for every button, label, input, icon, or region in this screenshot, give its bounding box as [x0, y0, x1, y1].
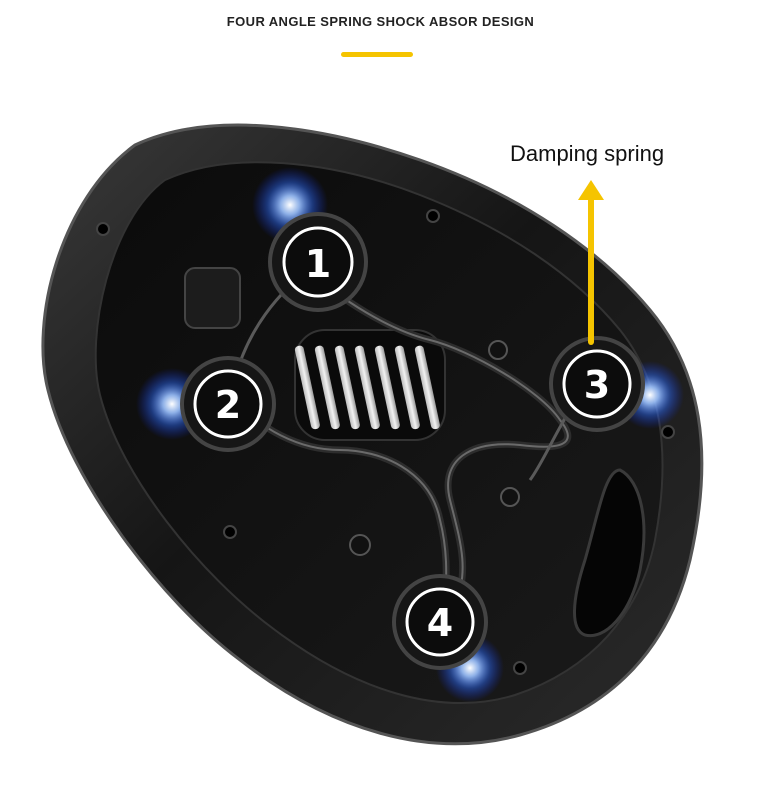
- spring-mount-4: 4: [392, 574, 504, 702]
- callout-arrow-icon: [578, 180, 604, 345]
- spring-number-2: 2: [215, 383, 241, 427]
- central-coil-spring: [294, 329, 446, 441]
- spring-number-4: 4: [427, 601, 453, 645]
- handle-slot: [573, 468, 646, 638]
- title-underline: [341, 52, 413, 57]
- damping-spring-label: Damping spring: [510, 141, 665, 166]
- product-title: FOUR ANGLE SPRING SHOCK ABSOR DESIGN: [226, 14, 535, 29]
- spring-mount-1: 1: [252, 167, 368, 312]
- spring-mount-2: 2: [136, 356, 276, 452]
- spring-number-3: 3: [584, 363, 610, 407]
- spring-number-1: 1: [305, 242, 331, 286]
- spring-mount-3: 3: [549, 336, 684, 432]
